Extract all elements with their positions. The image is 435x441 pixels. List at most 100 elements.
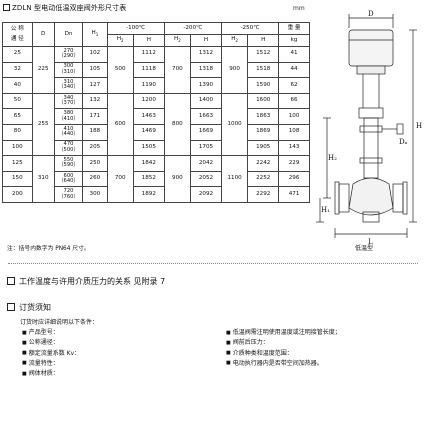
table-cell: 800 xyxy=(163,92,192,157)
table-cell: 296 xyxy=(278,170,310,188)
dim-d-label: D xyxy=(368,10,374,18)
order-item: 流量特性： xyxy=(22,359,80,369)
order-list-left: 产品型号： 公称通径： 额定流量系数 Kv： 流量特性： 阀体材质： xyxy=(22,328,80,379)
checkbox-square-icon xyxy=(7,276,15,285)
table-cell: 102 xyxy=(82,46,108,63)
header-temp-200: -200℃ xyxy=(163,22,222,35)
header-dnv: Dn xyxy=(53,22,84,47)
table-cell: 200 xyxy=(2,186,33,203)
checkbox-square-icon xyxy=(7,302,15,311)
section-pressure: 工作温度与许用介质压力的关系 见附录 7 xyxy=(7,276,165,287)
order-item: 低温阀需注明使用温度或注明接管长度； xyxy=(226,328,341,338)
table-cell: 550（590） xyxy=(53,155,84,172)
table-cell: 44 xyxy=(278,61,310,79)
table-cell: 143 xyxy=(278,139,310,157)
table-cell: 62 xyxy=(278,77,310,94)
table-cell: 40 xyxy=(2,77,33,94)
table-cell: 270（290） xyxy=(53,46,84,63)
table-cell: 380（410） xyxy=(53,108,84,125)
table-cell: 250 xyxy=(82,155,108,172)
square-icon xyxy=(3,3,10,11)
section-order: 订货须知 xyxy=(7,302,51,313)
order-item: 公称通径： xyxy=(22,338,80,348)
table-cell: 1669 xyxy=(190,123,222,141)
header-weight: 重 量 xyxy=(278,22,310,35)
table-cell: 300 xyxy=(82,186,108,203)
dim-h-label: H xyxy=(416,122,422,130)
table-cell: 1100 xyxy=(220,155,249,203)
dim-h1-label: H₁ xyxy=(321,206,330,214)
table-cell: 127 xyxy=(82,77,108,94)
table-cell: 310（340） xyxy=(53,77,84,94)
table-cell: 2042 xyxy=(190,155,222,172)
table-title: ZDLN 型电动低温双座阀外形尺寸表 xyxy=(3,3,126,13)
table-cell: 600（640） xyxy=(53,170,84,188)
table-cell: 300（310） xyxy=(53,61,84,79)
table-cell: 32 xyxy=(2,61,33,79)
order-item: 产品型号： xyxy=(22,328,80,338)
table-cell: 1469 xyxy=(132,123,165,141)
table-cell: 1000 xyxy=(220,92,249,157)
order-intro: 订货时应详细说明以下条件： xyxy=(20,319,99,326)
table-cell: 900 xyxy=(220,46,249,94)
table-cell: 1118 xyxy=(132,61,165,79)
header-h1: H1 xyxy=(82,22,108,47)
table-cell: 125 xyxy=(2,155,33,172)
dim-l-label: L xyxy=(368,238,373,246)
table-cell: 225 xyxy=(31,46,55,94)
dimension-table: 公 称通 径 D Dn H1 -100℃ -200℃ -250℃ 重 量 H2 … xyxy=(2,22,310,203)
table-cell: 25 xyxy=(2,46,33,63)
table-cell: 1590 xyxy=(247,77,280,94)
table-cell: 2092 xyxy=(190,186,222,203)
figure-caption: 低温型 xyxy=(355,245,374,252)
table-cell: 229 xyxy=(278,155,310,172)
table-cell: 105 xyxy=(82,61,108,79)
header-h2-a: H2 xyxy=(106,34,134,47)
table-cell: 900 xyxy=(163,155,192,203)
header-h-c: H xyxy=(247,34,280,47)
table-cell: 700 xyxy=(106,155,134,203)
table-cell: 1312 xyxy=(190,46,222,63)
valve-drawing: D H H₂ H₁ L Dₙ xyxy=(316,10,422,246)
table-cell: 1318 xyxy=(190,61,222,79)
table-cell: 260 xyxy=(82,170,108,188)
table-cell: 1842 xyxy=(132,155,165,172)
header-h2-c: H2 xyxy=(220,34,249,47)
table-cell: 470（500） xyxy=(53,139,84,157)
table-cell: 1869 xyxy=(247,123,280,141)
table-cell: 1190 xyxy=(132,77,165,94)
header-temp-100: -100℃ xyxy=(106,22,165,35)
table-cell: 150 xyxy=(2,170,33,188)
table-cell: 340（370） xyxy=(53,92,84,110)
table-cell: 1852 xyxy=(132,170,165,188)
header-h-b: H xyxy=(190,34,222,47)
table-cell: 1863 xyxy=(247,108,280,125)
table-cell: 1705 xyxy=(190,139,222,157)
header-d: D xyxy=(31,22,55,47)
table-cell: 700 xyxy=(163,46,192,94)
table-cell: 80 xyxy=(2,123,33,141)
table-cell: 2242 xyxy=(247,155,280,172)
header-dn: 公 称通 径 xyxy=(2,22,33,47)
table-cell: 1390 xyxy=(190,77,222,94)
table-cell: 2252 xyxy=(247,170,280,188)
table-cell: 720（760） xyxy=(53,186,84,203)
table-cell: 255 xyxy=(31,92,55,157)
table-cell: 171 xyxy=(82,108,108,125)
dim-h2-label: H₂ xyxy=(328,154,337,162)
order-item: 额定流量系数 Kv： xyxy=(22,349,80,359)
table-cell: 1112 xyxy=(132,46,165,63)
table-cell: 1518 xyxy=(247,61,280,79)
table-cell: 188 xyxy=(82,123,108,141)
table-cell: 500 xyxy=(106,46,134,94)
dim-dn-label: Dₙ xyxy=(399,138,408,146)
header-temp-250: -250℃ xyxy=(220,22,280,35)
table-cell: 205 xyxy=(82,139,108,157)
table-cell: 1400 xyxy=(190,92,222,110)
